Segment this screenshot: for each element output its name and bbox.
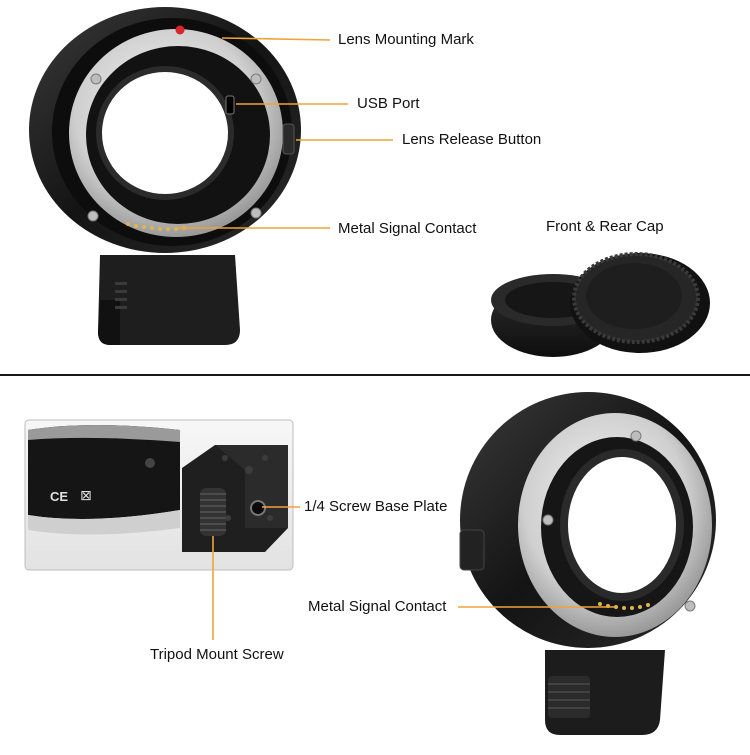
bottom-release-button [459,529,485,571]
lens-mount-dot [175,25,185,35]
quarter-inch-screw-hole [250,500,266,516]
bottom-foot-knurl [548,676,590,718]
tripod-foot [98,255,240,345]
label-metal-signal-contact-bottom: Metal Signal Contact [308,598,447,615]
usb-port-slot [225,95,235,115]
bottom-signal-contacts [598,602,650,610]
bottom-leader-lines [212,506,614,640]
bottom-adapter [459,392,716,735]
label-lens-mounting-mark: Lens Mounting Mark [338,31,474,48]
weee-bin-icon: ⊠ [80,487,92,503]
release-button [282,123,295,155]
label-tripod-mount-screw: Tripod Mount Screw [150,646,284,663]
inset-screw-hole [145,458,155,468]
ce-mark: CE [50,489,69,504]
caps-illustration [491,252,710,357]
inset-photo [24,419,294,571]
label-metal-signal-contact: Metal Signal Contact [338,220,477,237]
mount-screws [87,73,262,222]
label-lens-release-button: Lens Release Button [402,131,542,148]
label-usb-port: USB Port [357,95,420,112]
foot-knurl [115,282,127,309]
label-screw-base-plate: 1/4 Screw Base Plate [304,498,448,515]
top-adapter [29,7,301,345]
top-leader-lines [178,37,393,229]
label-front-rear-cap: Front & Rear Cap [546,218,664,235]
panel-divider [0,374,750,376]
